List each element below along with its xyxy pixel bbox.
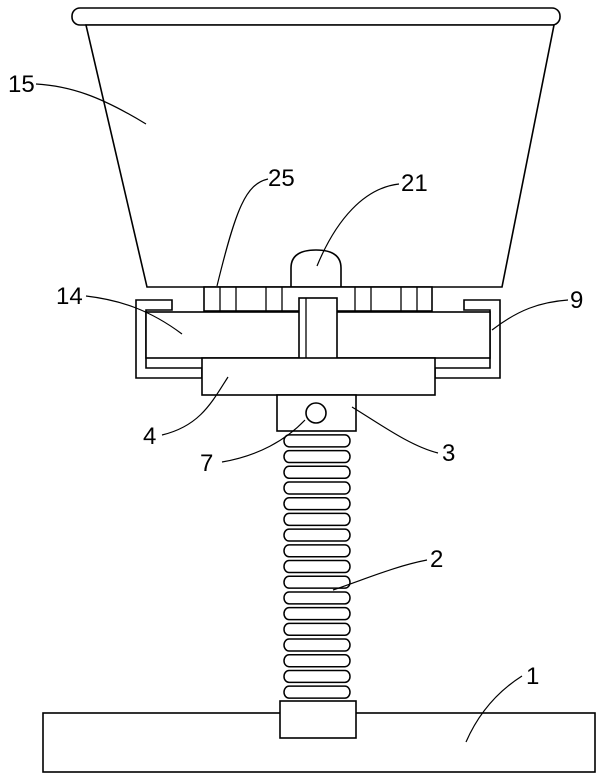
leader-1: [465, 675, 523, 743]
label-3: 3: [442, 440, 455, 467]
leader-7: [221, 419, 306, 463]
label-1: 1: [526, 663, 539, 690]
hopper-body: [84, 24, 555, 288]
label-21: 21: [401, 170, 428, 197]
spring-coil: [283, 434, 351, 448]
spring-seat: [279, 700, 357, 739]
left-bracket: [135, 299, 203, 379]
spring-coil: [283, 606, 351, 621]
leader-15: [35, 83, 147, 125]
spring-coil: [283, 481, 351, 495]
spring-coil: [283, 449, 351, 464]
leader-4: [161, 376, 229, 436]
label-25: 25: [268, 165, 295, 192]
spring-coil: [283, 685, 351, 699]
support-block: [201, 357, 436, 396]
spring-coil: [283, 669, 351, 684]
label-7: 7: [200, 450, 213, 477]
leader-25: [216, 178, 269, 287]
spring-coil: [283, 496, 351, 511]
leader-3: [351, 406, 439, 454]
leader-2: [332, 559, 428, 591]
spring-coil: [283, 528, 351, 542]
spring-coil: [283, 638, 351, 652]
leader-14: [85, 295, 183, 335]
spring-coil: [283, 465, 351, 479]
label-2: 2: [430, 546, 443, 573]
spring-coil: [283, 654, 351, 668]
spring: [283, 434, 351, 699]
knob: [290, 249, 342, 288]
label-4: 4: [143, 423, 156, 450]
spring-coil: [283, 575, 351, 589]
pin: [305, 402, 327, 424]
hopper: [71, 7, 561, 288]
label-15: 15: [8, 71, 35, 98]
hopper-rim: [71, 7, 561, 26]
spring-coil: [283, 622, 351, 637]
leader-9: [491, 299, 569, 331]
label-14: 14: [56, 283, 83, 310]
leader-21: [316, 183, 400, 267]
spring-coil: [283, 512, 351, 527]
spring-coil: [283, 559, 351, 574]
spring-coil: [283, 591, 351, 605]
label-9: 9: [570, 287, 583, 314]
spring-coil: [283, 544, 351, 558]
